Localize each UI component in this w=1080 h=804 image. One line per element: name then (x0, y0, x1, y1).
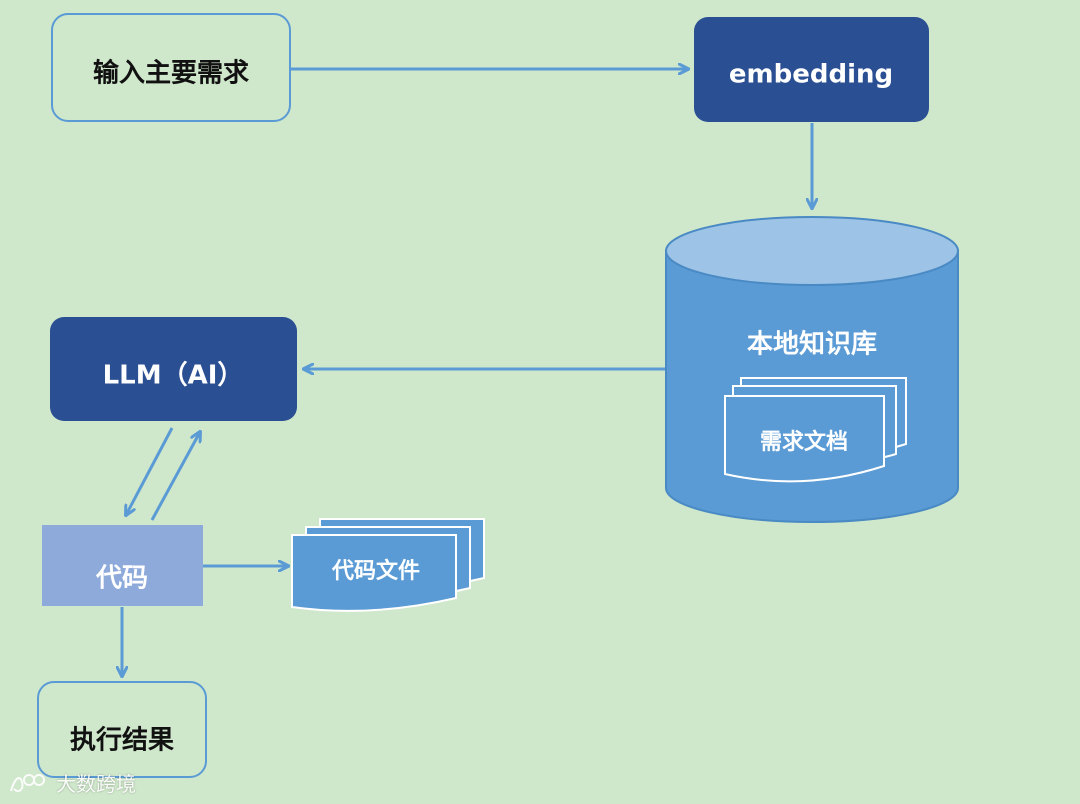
connectors (122, 69, 812, 676)
embedding-node: embedding (694, 17, 929, 122)
input-node: 输入主要需求 (51, 13, 291, 122)
input-node-label: 输入主要需求 (93, 58, 249, 89)
watermark-text: 大数跨境 (56, 771, 136, 796)
watermark-logo-icon (10, 774, 45, 792)
result-node-label: 执行结果 (70, 725, 174, 756)
llm-node: LLM（AI） (50, 317, 297, 421)
requirement-docs-icon: 需求文档 (724, 377, 907, 483)
result-node: 执行结果 (37, 681, 207, 778)
requirement-docs-label: 需求文档 (760, 429, 848, 455)
code-files-icon: 代码文件 (291, 518, 485, 612)
knowledge-base-cylinder: 本地知识库 需求文档 (665, 216, 959, 523)
arrow-llm-to-code (126, 427, 174, 515)
code-files-label: 代码文件 (331, 558, 420, 584)
code-node: 代码 (42, 525, 203, 606)
embedding-node-label: embedding (729, 60, 893, 90)
watermark: 大数跨境 (6, 764, 136, 800)
code-node-label: 代码 (95, 564, 148, 594)
llm-node-label: LLM（AI） (103, 361, 244, 391)
knowledge-base-label: 本地知识库 (747, 330, 877, 360)
arrow-code-to-llm (150, 432, 200, 521)
